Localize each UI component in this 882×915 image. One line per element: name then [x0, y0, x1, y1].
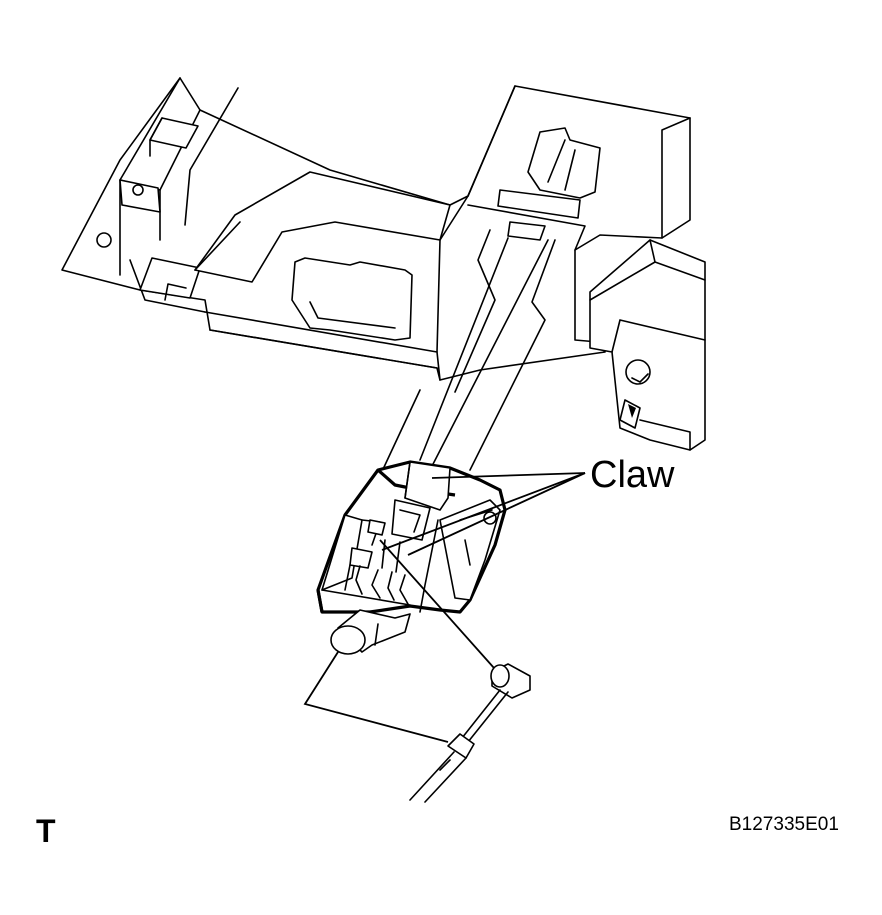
claw-leader-3	[407, 472, 586, 556]
cable-end	[409, 663, 531, 803]
claw-leader-2	[381, 472, 586, 551]
stub-to-cable-leader	[303, 651, 449, 743]
claw-label: Claw	[590, 454, 675, 496]
cable-holder	[316, 460, 507, 655]
claw-leader-1	[431, 472, 586, 479]
cable	[377, 229, 556, 481]
upper-housing	[61, 77, 706, 451]
callout-lines	[303, 472, 586, 743]
view-marker-label: T	[36, 813, 56, 849]
cable-to-end-leader	[379, 539, 495, 669]
figure-id-label: B127335E01	[729, 814, 839, 835]
